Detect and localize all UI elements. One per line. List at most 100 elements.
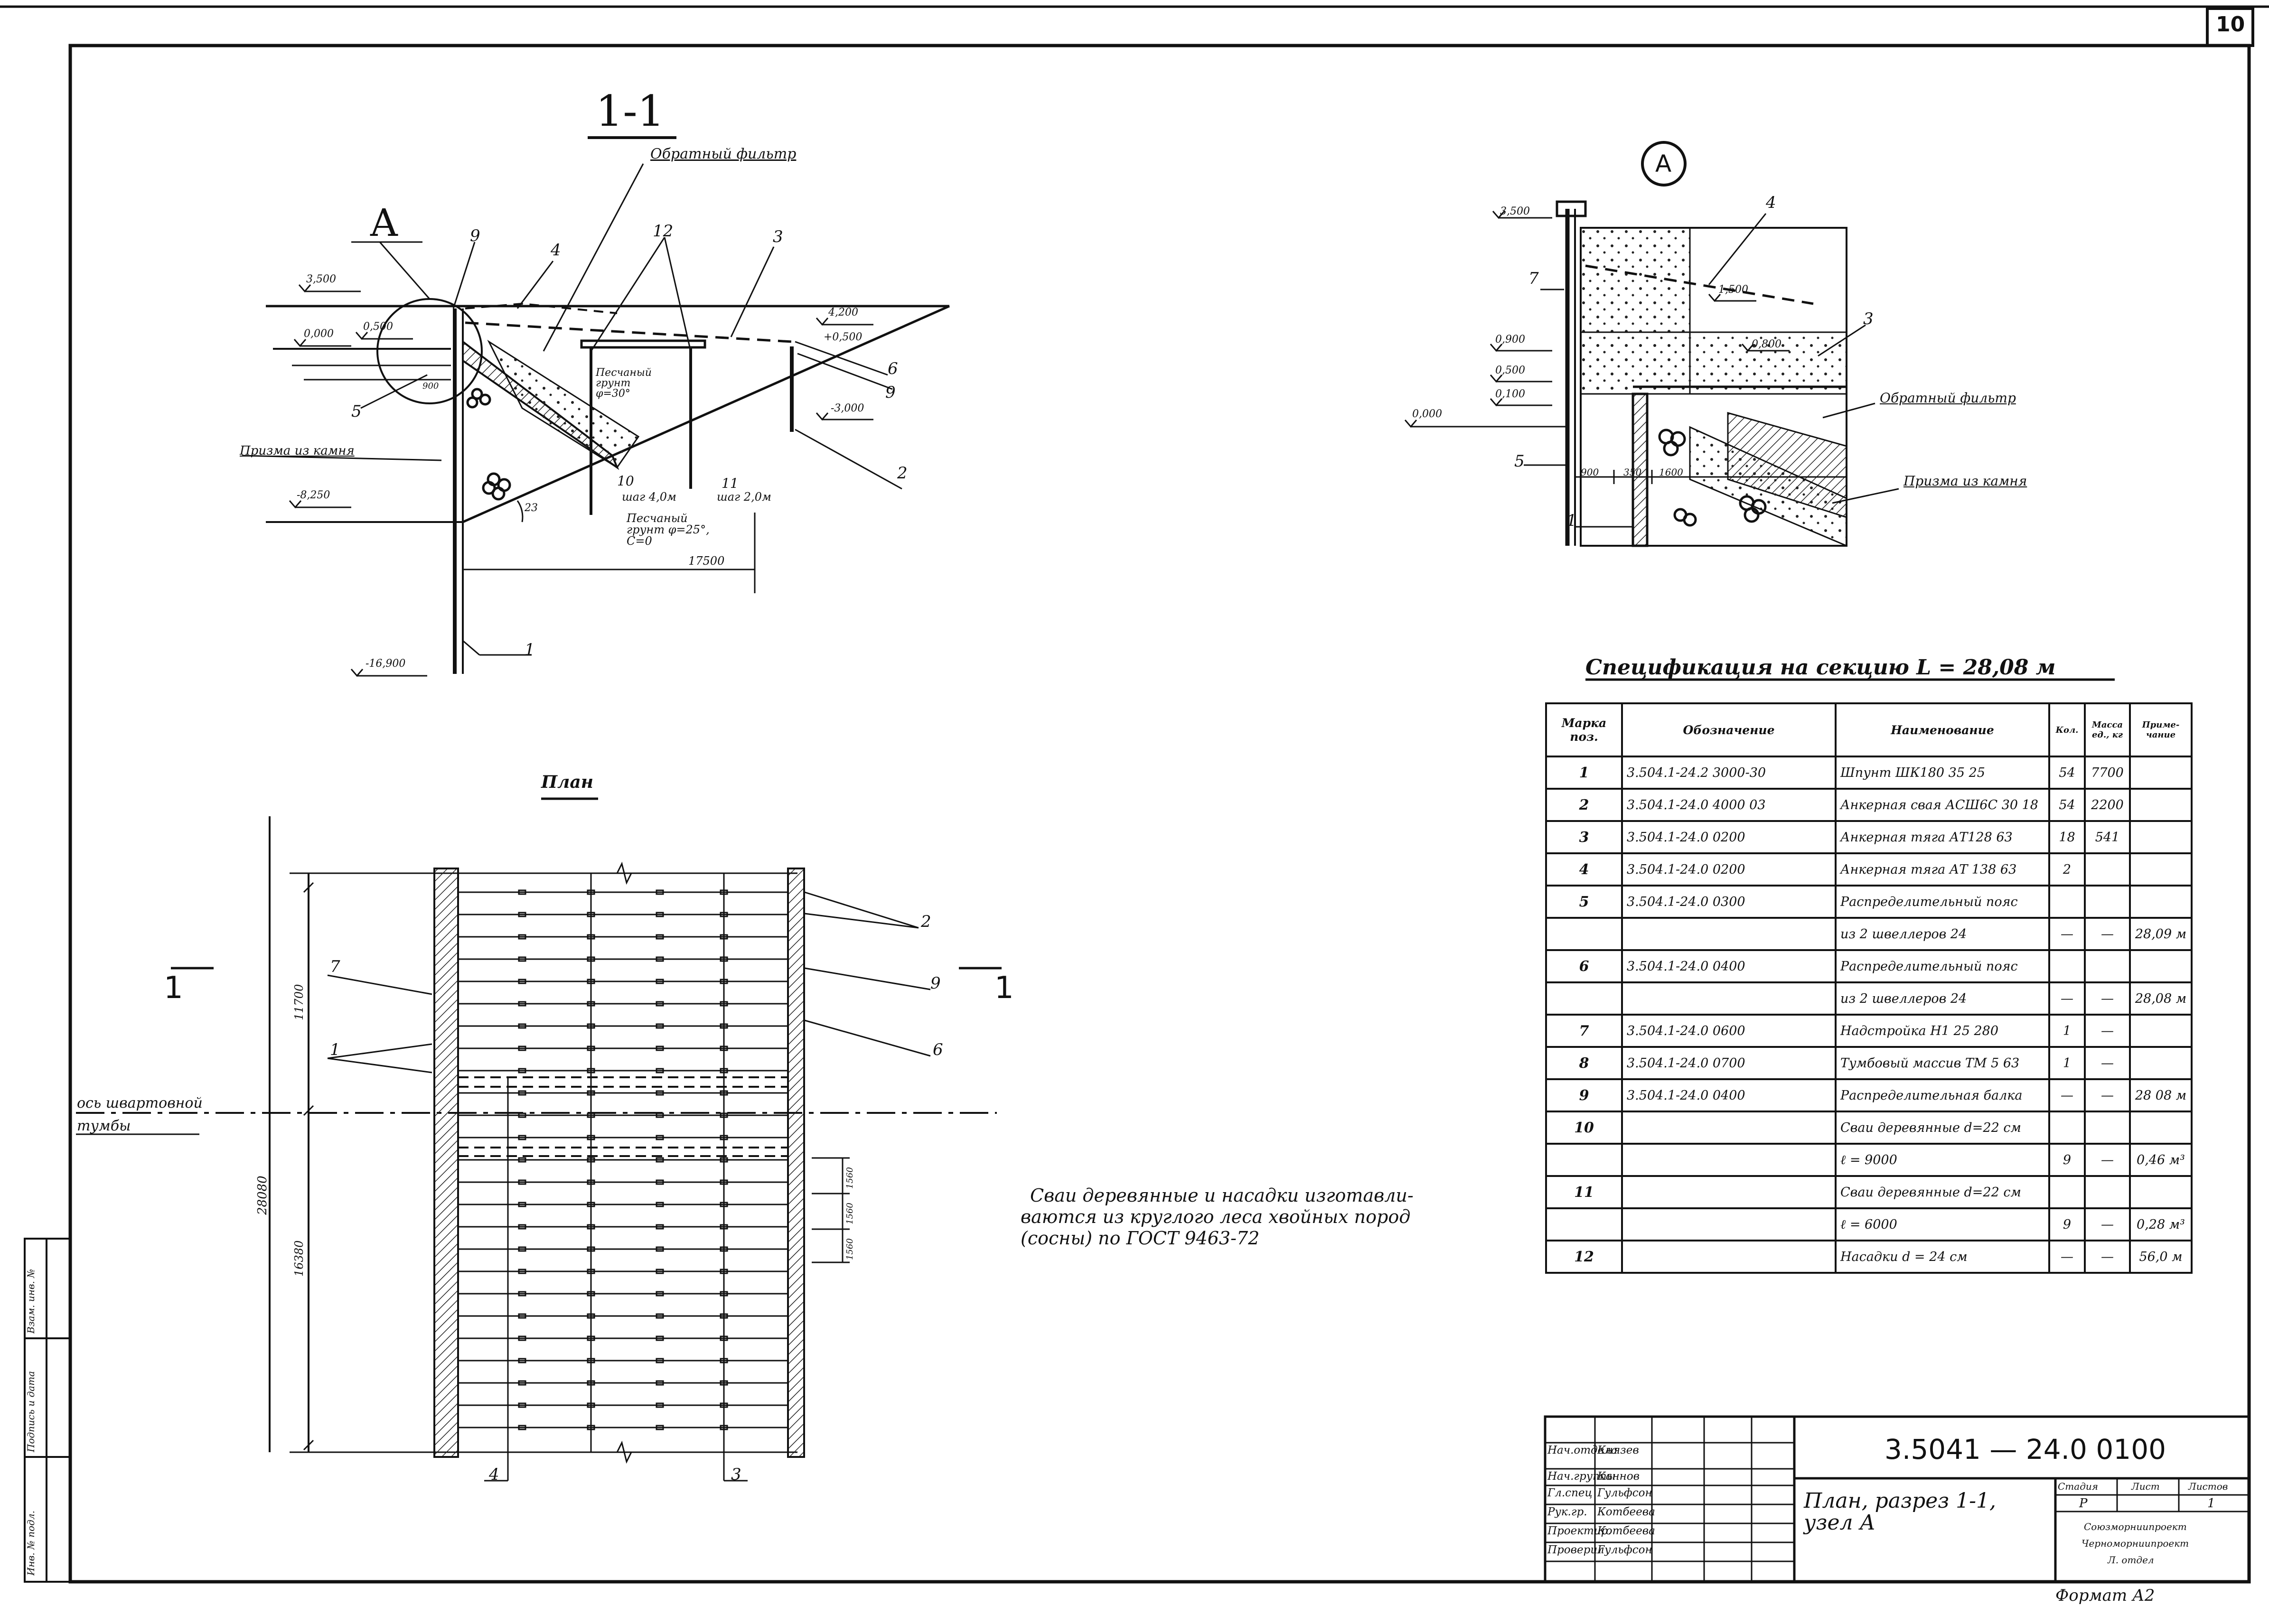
plan-pile-mark xyxy=(656,1246,664,1252)
plan-pile-mark xyxy=(656,1112,664,1118)
spec-cell: Распределительный пояс xyxy=(1835,949,2050,983)
plan-dim-right-1: 1560 xyxy=(845,1167,855,1189)
plan-pile-mark xyxy=(587,1090,595,1096)
plan-pile-mark xyxy=(587,1179,595,1185)
dim-900: 900 xyxy=(422,381,439,391)
spec-cell: 3.504.1-24.0 0600 xyxy=(1621,1014,1837,1048)
level-0500: 0,500 xyxy=(363,321,393,333)
plan-pile-mark xyxy=(720,934,728,940)
plan-pile-mark xyxy=(518,1246,526,1252)
plan-pile-mark xyxy=(518,1224,526,1230)
plan-dim-top: 11700 xyxy=(292,984,306,1020)
plan-pile-mark xyxy=(587,1045,595,1051)
plan-pile-mark xyxy=(656,1023,664,1029)
plan-pile-mark xyxy=(587,979,595,984)
spec-cell: 1 xyxy=(1545,756,1623,790)
plan-pile-mark xyxy=(518,1090,526,1096)
callout-4: 4 xyxy=(551,241,561,260)
spec-table: Марка поз. Обозначение Наименование Кол.… xyxy=(1545,702,2193,1274)
axis-label-line2: тумбы xyxy=(77,1118,131,1134)
plan-pile-mark xyxy=(720,1291,728,1297)
plan-pile-mark xyxy=(720,1313,728,1319)
plan-pile-mark xyxy=(720,1246,728,1252)
plan-pile-mark xyxy=(587,1358,595,1363)
plan-pile-mark xyxy=(518,1135,526,1140)
plan-pile-mark xyxy=(720,1269,728,1274)
plan-pile-mark xyxy=(656,1045,664,1051)
callout-10: 10 xyxy=(617,473,634,489)
plan-pile-mark xyxy=(720,1224,728,1230)
plan-pile-mark xyxy=(656,1224,664,1230)
callout-1: 1 xyxy=(525,640,535,659)
spec-cell xyxy=(1621,1111,1837,1145)
plan-pile-mark xyxy=(720,956,728,962)
spec-cell: 9 xyxy=(2048,1207,2086,1241)
plan-pile-mark xyxy=(656,1291,664,1297)
plan-pile-mark xyxy=(587,1335,595,1341)
plan-pile-mark xyxy=(656,1068,664,1073)
spec-cell: из 2 швеллеров 24 xyxy=(1835,917,2050,951)
plan-pile-mark xyxy=(518,912,526,917)
spec-cell: — xyxy=(2084,1014,2131,1048)
prism-label: Призма из камня xyxy=(240,444,355,458)
plan-pile-mark xyxy=(587,889,595,895)
stamp-sheet-header: Лист xyxy=(2131,1481,2160,1492)
plan-dim-right-2: 1560 xyxy=(845,1203,855,1224)
plan-geometry xyxy=(76,797,1002,1482)
node-a-dim-900: 900 xyxy=(1581,467,1599,478)
sand-label-1: Песчаный грунт φ=30° xyxy=(596,367,652,400)
plan-pile-mark xyxy=(518,1291,526,1297)
callout-2: 2 xyxy=(897,464,908,483)
spec-cell: 7 xyxy=(1545,1014,1623,1048)
plan-dim-bottom: 16380 xyxy=(292,1240,306,1277)
spec-cell xyxy=(2129,1111,2193,1145)
plan-callout-6: 6 xyxy=(933,1040,943,1059)
plan-section-mark-right: 1 xyxy=(994,971,1014,1006)
plan-pile-mark xyxy=(587,1425,595,1430)
node-a-callout-7: 7 xyxy=(1528,269,1539,288)
plan-pile-mark xyxy=(587,1246,595,1252)
sheet-number: 10 xyxy=(2216,12,2245,37)
plan-pile-mark xyxy=(518,1402,526,1408)
spec-cell: 54 xyxy=(2048,788,2086,822)
level-minus-3000: -3,000 xyxy=(831,402,864,414)
plan-pile-mark xyxy=(587,912,595,917)
plan-callout-3: 3 xyxy=(731,1465,741,1484)
spec-cell xyxy=(2048,1175,2086,1209)
note-line-2: ваются из круглого леса хвойных пород xyxy=(1021,1206,1411,1227)
spec-cell xyxy=(2129,1175,2193,1209)
level-3500: 3,500 xyxy=(306,273,336,285)
stamp-role: Рук.гр. xyxy=(1547,1506,1587,1518)
node-a-callout-3: 3 xyxy=(1863,309,1874,328)
callout-6: 6 xyxy=(888,359,898,378)
plan-pile-mark xyxy=(720,1358,728,1363)
plan-pile-mark xyxy=(587,1001,595,1007)
stamp-code: 3.5041 — 24.0 0100 xyxy=(1885,1433,2166,1465)
spec-cell: — xyxy=(2084,1240,2131,1274)
stamp-name: Каннов xyxy=(1597,1470,1640,1483)
section-1-1-geometry xyxy=(242,136,950,677)
spec-cell xyxy=(2048,949,2086,983)
plan-pile-mark xyxy=(720,912,728,917)
node-a-title: A xyxy=(1655,150,1672,177)
callout-12: 12 xyxy=(653,222,674,241)
spec-cell: — xyxy=(2084,1143,2131,1177)
stamp-name: Котбеева xyxy=(1597,1525,1655,1537)
spec-cell: Распределительный пояс xyxy=(1835,885,2050,919)
spec-title: Спецификация на секцию L = 28,08 м xyxy=(1585,655,2056,680)
spec-cell: 1 xyxy=(2048,1014,2086,1048)
spec-header-note: Приме-чание xyxy=(2129,702,2193,757)
spec-cell: 3.504.1-24.0 0400 xyxy=(1621,949,1837,983)
plan-pile-mark xyxy=(518,1001,526,1007)
callout-11: 11 xyxy=(722,476,739,491)
plan-pile-mark xyxy=(518,1425,526,1430)
plan-pile-mark xyxy=(720,1157,728,1163)
spec-cell xyxy=(1545,1207,1623,1241)
